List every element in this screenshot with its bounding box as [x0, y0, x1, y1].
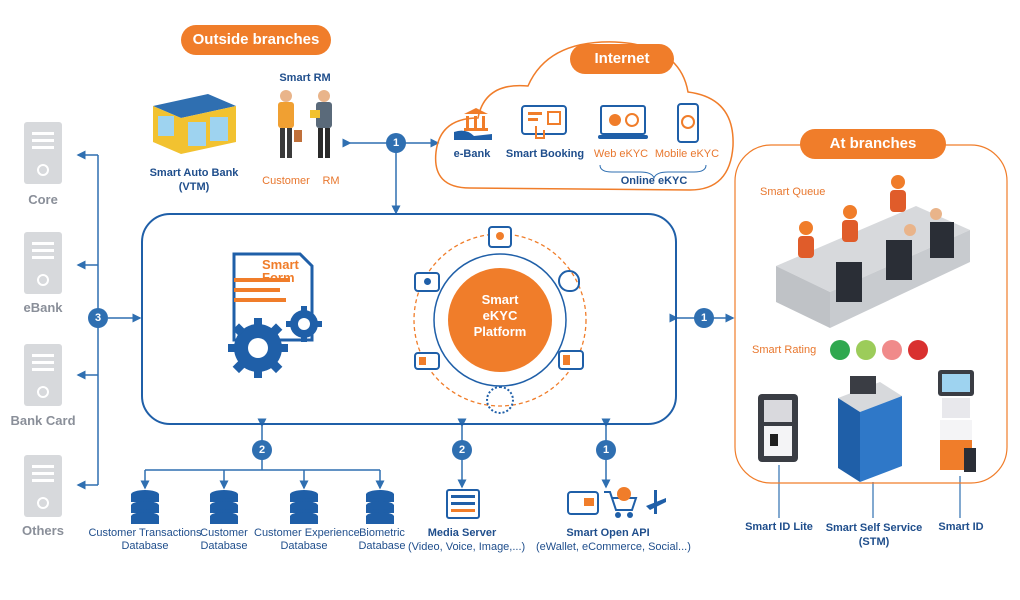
db-line1: Customer Experience [254, 527, 360, 539]
open-api-sub: (eWallet, eCommerce, Social...) [536, 541, 691, 553]
db-line2: Database [358, 540, 406, 552]
smile-face-icon[interactable] [856, 340, 876, 360]
server-icon [24, 232, 62, 294]
database-icon [210, 490, 238, 526]
db-line2: Database [200, 540, 248, 552]
media-server-icon [446, 489, 480, 519]
smart-id-label: Smart ID [938, 521, 984, 533]
platform-core-circle [448, 268, 552, 372]
smart-self-service-kiosk-icon [838, 376, 902, 482]
self-service-line2: (STM) [858, 536, 890, 548]
sad-face-icon[interactable] [908, 340, 928, 360]
rm-label: RM [322, 175, 340, 187]
core-label: Core [28, 192, 58, 207]
customer-rm-people-icon [278, 90, 332, 158]
badge-1: 1 [694, 308, 714, 328]
at-branches-header: At branches [800, 129, 946, 159]
database-icon [366, 490, 394, 526]
smart-booking-label: Smart Booking [505, 148, 585, 160]
database-icon [131, 490, 159, 526]
badge-3: 3 [88, 308, 108, 328]
smart-queue-label: Smart Queue [760, 186, 826, 198]
badge-1: 1 [596, 440, 616, 460]
smart-form-gears-icon [228, 252, 322, 378]
happy-face-icon[interactable] [830, 340, 850, 360]
open-api-icons [567, 487, 666, 518]
customer-label: Customer [262, 175, 310, 187]
badge-2: 2 [452, 440, 472, 460]
db-line2: Database [280, 540, 328, 552]
smart-queue-office-icon [776, 175, 970, 328]
smart-form-line2: Form [262, 270, 295, 285]
platform-line2: eKYC [482, 308, 518, 323]
server-icon [24, 344, 62, 406]
id-card-icon [414, 352, 440, 370]
online-ekyc-label: Online eKYC [620, 175, 688, 187]
database-icon [290, 490, 318, 526]
open-api-label: Smart Open API [566, 527, 650, 539]
smart-form-line1: Smart [262, 257, 299, 272]
smart-form-title: Smart Form [262, 258, 299, 284]
ebank-icon [454, 108, 492, 140]
bank-card-label: Bank Card [10, 413, 76, 428]
ebank-label: e-Bank [453, 148, 491, 160]
media-server-label: Media Server [427, 527, 497, 539]
db-customer-label: Customer Database [192, 527, 256, 553]
db-experience-label: Customer Experience Database [254, 527, 360, 553]
mobile-ekyc-icon [677, 103, 699, 143]
self-service-label: Smart Self Service (STM) [818, 521, 930, 549]
mobile-ekyc-label: Mobile eKYC [654, 148, 720, 160]
platform-line3: Platform [473, 324, 527, 339]
smart-id-lite-device-icon [758, 394, 798, 462]
internet-header: Internet [570, 44, 674, 74]
db-line2: Database [121, 540, 169, 552]
voice-icon [558, 270, 580, 292]
server-icon [24, 455, 62, 517]
server-icon [24, 122, 62, 184]
eye-icon [414, 272, 440, 292]
auto-bank-label: Smart Auto Bank [149, 167, 239, 179]
db-transactions-label: Customer Transactions Database [88, 527, 202, 553]
db-line1: Customer Transactions [88, 527, 202, 539]
smart-rm-label: Smart RM [279, 72, 331, 84]
web-ekyc-label: Web eKYC [593, 148, 649, 160]
neutral-face-icon[interactable] [882, 340, 902, 360]
media-server-sub: (Video, Voice, Image,...) [408, 541, 526, 553]
db-line1: Customer [200, 527, 248, 539]
outside-branches-header: Outside branches [181, 25, 331, 55]
smart-id-lite-label: Smart ID Lite [745, 521, 813, 533]
smart-id-kiosk-icon [938, 370, 976, 472]
ebank-label: eBank [23, 300, 63, 315]
web-ekyc-icon [598, 105, 648, 139]
db-line1: Biometric [359, 527, 405, 539]
fingerprint-icon [486, 386, 514, 414]
badge-1: 1 [386, 133, 406, 153]
document-icon [558, 350, 584, 370]
smart-booking-icon [521, 105, 567, 139]
platform-line1: Smart [481, 292, 519, 307]
badge-2: 2 [252, 440, 272, 460]
others-label: Others [22, 523, 64, 538]
face-icon [488, 226, 512, 248]
db-biometric-label: Biometric Database [352, 527, 412, 553]
platform-title: Smart eKYC Platform [448, 292, 552, 340]
auto-bank-building-icon [153, 94, 236, 154]
self-service-line1: Smart Self Service [825, 522, 923, 534]
smart-rating-label: Smart Rating [752, 344, 817, 356]
vtm-label: (VTM) [178, 181, 210, 193]
